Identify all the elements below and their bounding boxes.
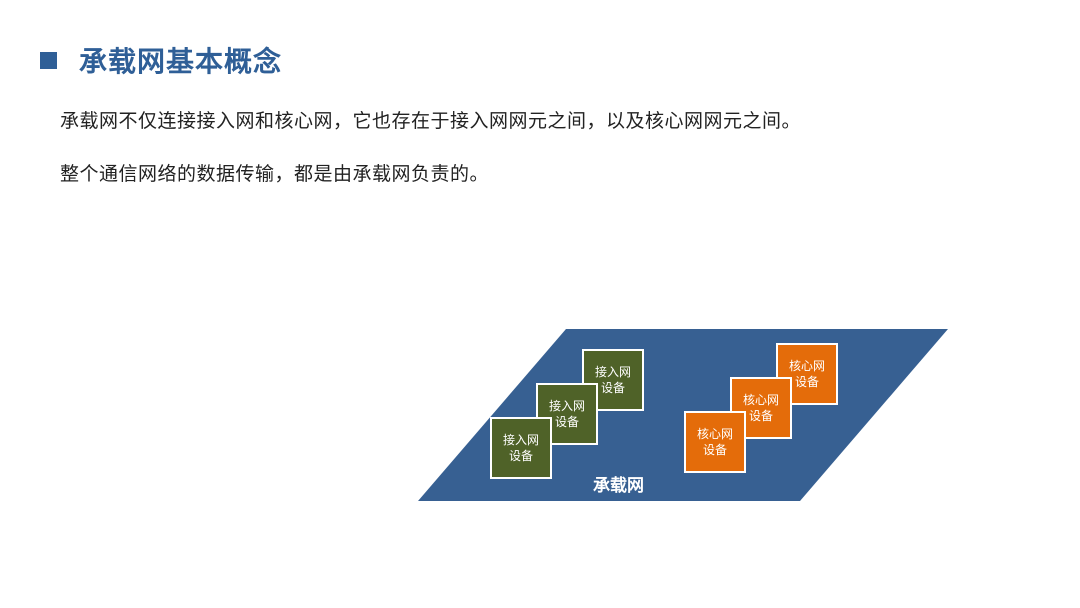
paragraph-2: 整个通信网络的数据传输，都是由承载网负责的。 <box>60 163 490 185</box>
device-label: 设备 <box>508 449 533 463</box>
device-label: 设备 <box>748 409 773 423</box>
core-device-box-1: 核心网 设备 <box>684 411 746 473</box>
core-device-box-3: 核心网 设备 <box>776 343 838 405</box>
slide-header: 承载网基本概念 <box>40 40 282 80</box>
device-label: 设备 <box>600 381 625 395</box>
device-label: 接入网 <box>548 399 585 413</box>
device-label: 核心网 <box>696 427 733 441</box>
bearer-network-diagram: 接入网 设备 接入网 设备 接入网 设备 核心网 设备 核心网 设备 核心网 设… <box>418 329 948 501</box>
title-bullet-square <box>40 51 57 69</box>
device-label: 设备 <box>554 415 579 429</box>
device-label: 接入网 <box>594 365 631 379</box>
device-label: 设备 <box>702 443 727 457</box>
device-label: 核心网 <box>788 359 825 373</box>
access-device-box-1: 接入网 设备 <box>490 417 552 479</box>
bearer-network-label: 承载网 <box>593 476 644 496</box>
slide-title: 承载网基本概念 <box>79 45 283 78</box>
core-device-box-2: 核心网 设备 <box>730 377 792 439</box>
device-label: 设备 <box>794 375 819 389</box>
paragraph-1: 承载网不仅连接接入网和核心网，它也存在于接入网网元之间，以及核心网网元之间。 <box>60 110 802 132</box>
device-label: 接入网 <box>502 433 539 447</box>
device-label: 核心网 <box>742 393 779 407</box>
